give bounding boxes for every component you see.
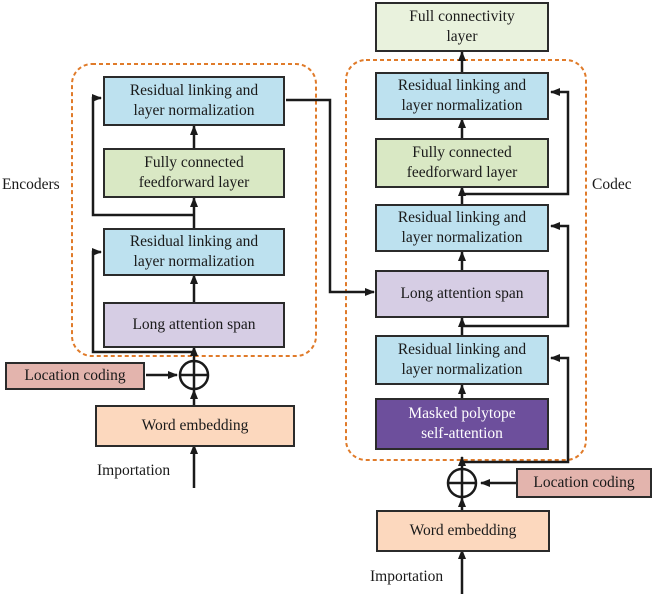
decoder-residual-top-label: Residual linking and layer normalization <box>397 77 527 114</box>
decoder-residual-bottom-label: Residual linking and layer normalization <box>397 341 527 378</box>
encoder-feedforward: Fully connected feedforward layer <box>103 148 285 198</box>
encoder-residual-top: Residual linking and layer normalization <box>103 76 285 126</box>
decoder-output-layer-label: Full connectivity layer <box>409 8 515 45</box>
encoder-skip-lower <box>91 248 194 354</box>
decoder-skip-mid <box>462 222 570 328</box>
decoder-skip-lower <box>462 354 570 464</box>
encoder-skip-upper <box>91 94 194 217</box>
decoder-skip-upper <box>462 88 570 196</box>
encoder-attention: Long attention span <box>103 302 285 348</box>
encoder-title: Encoders <box>2 176 60 193</box>
decoder-residual-mid: Residual linking and layer normalization <box>375 204 549 252</box>
decoder-residual-top: Residual linking and layer normalization <box>375 72 549 120</box>
decoder-word-embedding-label: Word embedding <box>409 522 517 539</box>
decoder-feedforward-label: Fully connected feedforward layer <box>406 144 518 181</box>
decoder-input-label: Importation <box>370 568 444 585</box>
encoder-input-label: Importation <box>97 462 171 479</box>
circle-plus-icon <box>178 359 210 391</box>
encoder-residual-bottom: Residual linking and layer normalization <box>103 228 285 276</box>
decoder-attention: Long attention span <box>375 270 549 318</box>
decoder-residual-bottom: Residual linking and layer normalization <box>375 335 549 385</box>
decoder-feedforward: Fully connected feedforward layer <box>375 138 549 188</box>
encoder-group-border <box>71 63 317 357</box>
encoder-residual-bottom-label: Residual linking and layer normalization <box>129 233 259 270</box>
circle-plus-icon <box>446 467 478 499</box>
encoder-attention-label: Long attention span <box>132 316 256 333</box>
decoder-location-coding: Location coding <box>516 468 652 498</box>
decoder-group-border <box>345 59 587 461</box>
decoder-output-layer: Full connectivity layer <box>375 2 549 52</box>
encoder-word-embedding: Word embedding <box>95 405 295 447</box>
encoder-word-embedding-label: Word embedding <box>141 417 249 434</box>
encoder-location-coding-label: Location coding <box>24 367 126 384</box>
decoder-masked-attention: Masked polytope self-attention <box>375 398 549 450</box>
decoder-location-coding-label: Location coding <box>533 474 635 491</box>
decoder-word-embedding: Word embedding <box>376 510 550 552</box>
encoder-to-decoder-arrow <box>286 98 375 296</box>
encoder-location-coding: Location coding <box>5 362 145 390</box>
decoder-title: Codec <box>592 176 632 193</box>
decoder-masked-attention-label: Masked polytope self-attention <box>408 405 516 442</box>
decoder-residual-mid-label: Residual linking and layer normalization <box>397 209 527 246</box>
decoder-attention-label: Long attention span <box>400 285 524 302</box>
encoder-residual-top-label: Residual linking and layer normalization <box>129 82 259 119</box>
encoder-feedforward-label: Fully connected feedforward layer <box>138 154 250 191</box>
